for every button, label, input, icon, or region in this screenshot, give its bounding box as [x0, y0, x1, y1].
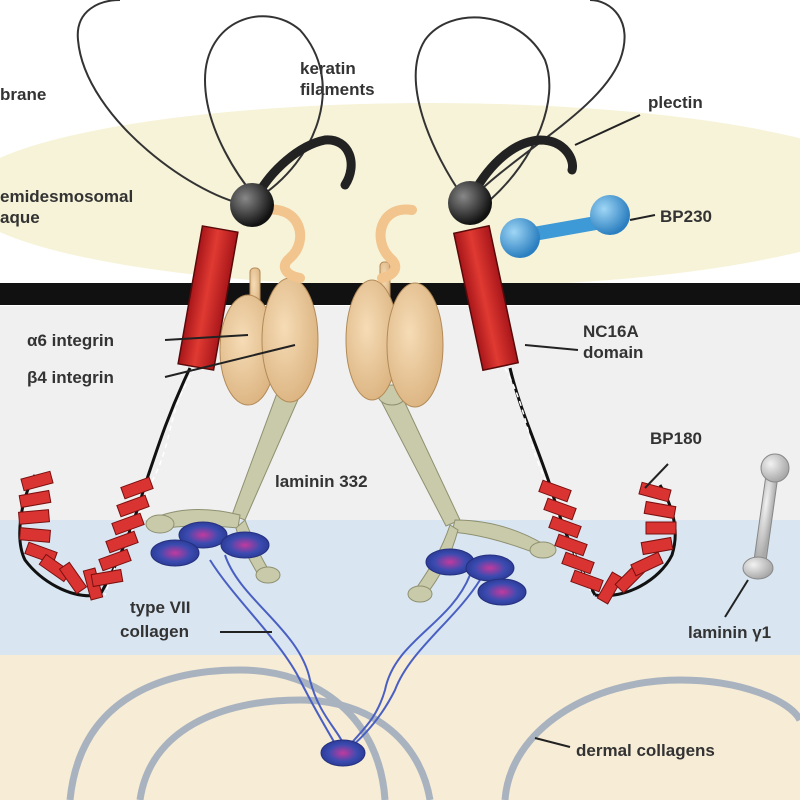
- laminin-332: [145, 375, 557, 603]
- bp180-transmembrane-rods: [177, 224, 520, 372]
- label-hemidesmosomal-plaque-line2: aque: [0, 208, 40, 227]
- label-type-vii-collagen-line2: collagen: [120, 622, 189, 641]
- label-type-vii-collagen-line1: type VII: [130, 598, 190, 617]
- bp230: [500, 195, 630, 258]
- bp180-red-segments: [17, 470, 677, 605]
- keratin-filaments: [76, 0, 626, 206]
- label-bp180: BP180: [650, 429, 702, 448]
- label-alpha6-integrin: α6 integrin: [27, 331, 114, 350]
- label-laminin-332: laminin 332: [275, 472, 368, 491]
- label-dermal-collagens: dermal collagens: [576, 741, 715, 760]
- label-plectin: plectin: [648, 93, 703, 112]
- label-nc16a-line1: NC16A: [583, 322, 639, 341]
- label-keratin-line1: keratin: [300, 59, 356, 78]
- label-bp230: BP230: [660, 207, 712, 226]
- label-hemidesmosomal-plaque-line1: emidesmosomal: [0, 187, 133, 206]
- alpha6-beta4-integrin-ectodomains: [219, 261, 444, 408]
- type-vii-collagen-strands: [209, 554, 481, 753]
- plectin: [230, 135, 577, 227]
- label-nc16a-line2: domain: [583, 343, 643, 362]
- type-vii-collagen-nc1-domains: [150, 521, 527, 767]
- label-laminin-gamma1: laminin γ1: [688, 623, 771, 642]
- beta4-cytoplasmic-hook: [260, 204, 417, 283]
- label-keratin-line2: filaments: [300, 80, 375, 99]
- leader-lines: [164, 114, 749, 748]
- dermal-collagen-fibers: [66, 666, 800, 800]
- label-membrane: brane: [0, 85, 46, 104]
- laminin-gamma1: [742, 453, 790, 580]
- label-beta4-integrin: β4 integrin: [27, 368, 114, 387]
